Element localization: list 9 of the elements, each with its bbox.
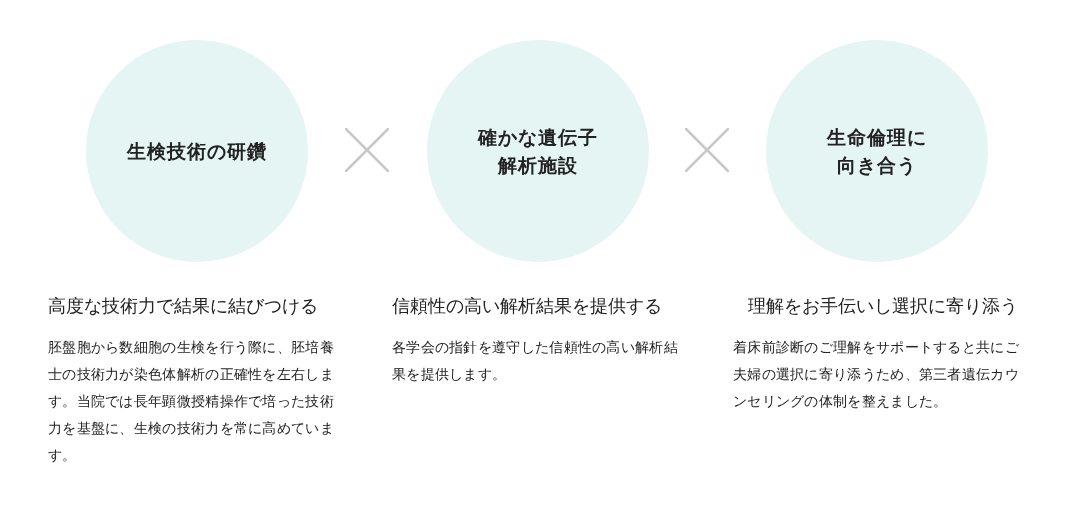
circle-title: 生命倫理に向き合う — [825, 125, 928, 178]
column-heading: 信頼性の高い解析結果を提供する — [392, 294, 662, 318]
body-paragraph: 着床前診断のご理解をサポートすると共にご夫婦の選択に寄り添うため、第三者遺伝カウンセリングの体制を整えました。 — [733, 338, 1020, 411]
body-paragraph: 胚盤胞から数細胞の生検を行う際に、胚培養士の技術力が染色体解析の正確性を左右します。当院では長年顕微授精操作で培った技術力を基盤に、生検の技術力を常に高めています。 — [48, 338, 335, 465]
column-heading: 高度な技術力で結果に結びつける — [48, 294, 318, 318]
body-paragraph: 各学会の指針を遵守した信頼性の高い解析結果を提供します。 — [392, 338, 679, 384]
circle-title: 確かな遺伝子解析施設 — [476, 125, 599, 178]
column-heading: 理解をお手伝いし選択に寄り添う — [748, 294, 1018, 318]
circle-title: 生検技術の研鑽 — [125, 139, 268, 164]
